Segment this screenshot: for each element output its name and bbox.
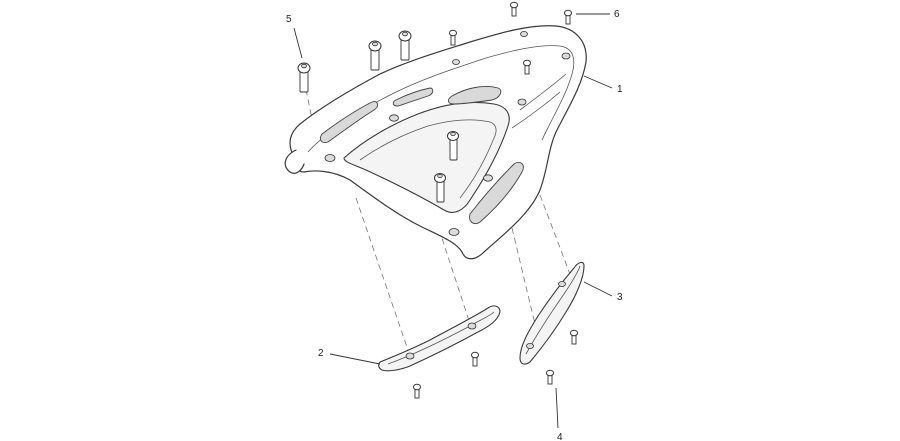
bolt-icon (447, 131, 459, 161)
callout-5: 5 (286, 14, 292, 25)
bolt-icon (398, 30, 412, 61)
screw-icon (413, 383, 421, 399)
luggage-rack (284, 25, 587, 260)
leader-lines (293, 13, 613, 429)
callout-2: 2 (318, 348, 324, 359)
callout-1: 1 (617, 84, 623, 95)
screw-icon (570, 329, 578, 345)
screw-icon (471, 351, 479, 367)
screw-icon (510, 1, 518, 17)
left-trim-strip (378, 305, 501, 372)
callout-labels: 1 2 3 4 5 6 (286, 9, 623, 441)
right-trim-strip (519, 261, 585, 365)
callout-4: 4 (557, 432, 563, 441)
callout-3: 3 (617, 292, 623, 303)
bolt-icon (434, 173, 446, 203)
bolt-icon (368, 40, 382, 71)
bolts (297, 1, 572, 203)
screw-icon (523, 59, 531, 75)
screw-icon (546, 369, 554, 385)
callout-6: 6 (614, 9, 620, 20)
screw-icon (449, 29, 457, 46)
bolt-icon (297, 62, 311, 93)
lower-screws (413, 329, 578, 399)
screw-icon (564, 9, 572, 25)
